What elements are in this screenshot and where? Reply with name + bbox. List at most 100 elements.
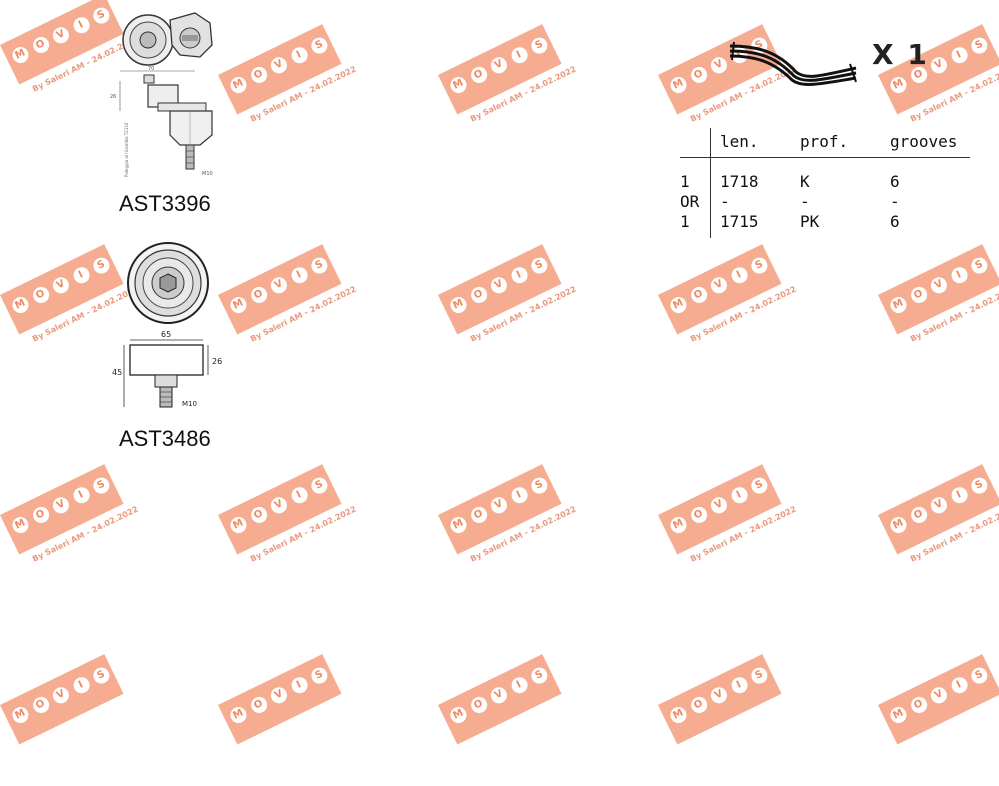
watermark-box	[218, 244, 342, 335]
watermark-box	[218, 654, 342, 745]
watermark-letter: M	[447, 74, 470, 96]
watermark-letters: M O V I S	[887, 664, 991, 726]
watermark-box	[438, 654, 562, 745]
watermark-stamp: M O V I S By Saleri AM - 24.02.2022	[218, 18, 374, 156]
watermark-letter: V	[708, 54, 730, 77]
watermark-letter: M	[227, 514, 250, 536]
watermark-letter: O	[247, 64, 270, 86]
watermark-letter: M	[887, 74, 910, 96]
watermark-stamp: M O V I S By Saleri AM - 24.02.2022	[658, 238, 814, 376]
watermark-stamp: M O V I S	[438, 648, 594, 786]
dimension-label: 26	[110, 94, 116, 100]
watermark-letter: M	[667, 294, 690, 316]
watermark-text: By Saleri AM - 24.02.2022	[468, 284, 578, 344]
cell-quantity: OR	[680, 192, 700, 211]
watermark-letter: O	[907, 694, 930, 716]
watermark-letter: V	[928, 54, 950, 77]
watermark-letter: S	[528, 664, 551, 687]
watermark-letter: I	[728, 264, 750, 287]
watermark-letter: V	[50, 684, 72, 707]
watermark-letter: O	[907, 504, 930, 526]
watermark-text: By Saleri AM - 24.02.2022	[908, 284, 999, 344]
watermark-letters: M O V I S	[447, 254, 551, 316]
watermark-letters: M O V I S	[227, 474, 331, 536]
watermark-letter: O	[687, 504, 710, 526]
watermark-letter: O	[29, 34, 52, 56]
watermark-letter: V	[708, 274, 730, 297]
watermark-stamp: M O V I S	[878, 648, 999, 786]
watermark-letter: S	[308, 664, 331, 687]
watermark-letter: I	[728, 484, 750, 507]
watermark-letter: M	[887, 514, 910, 536]
watermark-letter: S	[968, 34, 991, 57]
watermark-text: By Saleri AM - 24.02.2022	[688, 284, 798, 344]
watermark-text: By Saleri AM - 24.02.2022	[688, 504, 798, 564]
watermark-letter: V	[50, 24, 72, 47]
watermark-stamp: M O V I S By Saleri AM - 24.02.2022	[878, 238, 999, 376]
watermark-letter: S	[748, 474, 771, 497]
watermark-text: By Saleri AM - 24.02.2022	[468, 504, 578, 564]
watermark-letter: O	[467, 64, 490, 86]
watermark-stamp: M O V I S By Saleri AM - 24.02.2022	[218, 458, 374, 596]
watermark-letter: S	[968, 254, 991, 277]
watermark-letters: M O V I S	[227, 34, 331, 96]
watermark-text: By Saleri AM - 24.02.2022	[248, 64, 358, 124]
watermark-box	[0, 244, 124, 335]
watermark-letter: V	[488, 494, 510, 517]
watermark-letter: S	[528, 254, 551, 277]
watermark-letter: O	[247, 694, 270, 716]
watermark-letter: O	[687, 694, 710, 716]
watermark-letters: M O V I S	[447, 474, 551, 536]
watermark-letter: S	[308, 254, 331, 277]
watermark-letter: S	[528, 34, 551, 57]
watermark-letter: V	[708, 494, 730, 517]
watermark-letter: V	[268, 54, 290, 77]
watermark-letter: M	[667, 514, 690, 536]
watermark-letter: M	[227, 294, 250, 316]
watermark-letter: M	[887, 294, 910, 316]
watermark-stamp: M O V I S By Saleri AM - 24.02.2022	[218, 238, 374, 376]
watermark-box	[658, 244, 782, 335]
watermark-letter: O	[247, 284, 270, 306]
watermark-letter: O	[467, 694, 490, 716]
tensioner-drawing: 70 26 M10 Puleggia al ricambio T2116	[110, 12, 213, 177]
column-header-length: len.	[720, 132, 759, 151]
watermark-letter: M	[9, 294, 32, 316]
cell-quantity: 1	[680, 172, 690, 191]
cell-profile: -	[800, 192, 810, 211]
dimension-label: 65	[161, 330, 171, 339]
watermark-letter: M	[447, 294, 470, 316]
cell-length: -	[720, 192, 730, 211]
watermark-letter: I	[948, 484, 970, 507]
watermark-letter: I	[288, 264, 310, 287]
watermark-box	[658, 654, 782, 745]
watermark-letter: I	[948, 44, 970, 67]
watermark-letter: V	[928, 274, 950, 297]
watermark-letters: M O V I S	[9, 4, 113, 66]
watermark-box	[218, 24, 342, 115]
watermark-letter: V	[488, 54, 510, 77]
watermark-letter: I	[508, 484, 530, 507]
watermark-letter: S	[90, 664, 113, 687]
watermark-stamp: M O V I S By Saleri AM - 24.02.2022	[438, 458, 594, 596]
watermark-stamp: M O V I S	[658, 648, 814, 786]
watermark-letters: M O V I S	[447, 664, 551, 726]
watermark-letters: M O V I S	[667, 664, 771, 726]
watermark-letters: M O V I S	[667, 254, 771, 316]
watermark-letter: S	[308, 34, 331, 57]
watermark-box	[0, 654, 124, 745]
watermark-letter: I	[288, 44, 310, 67]
watermark-letter: V	[50, 494, 72, 517]
watermark-box	[438, 244, 562, 335]
watermark-stamp: M O V I S	[0, 648, 156, 786]
idler-pulley-drawing: 65 45 26 M10	[112, 242, 222, 408]
watermark-letters: M O V I S	[887, 254, 991, 316]
watermark-letter: V	[268, 684, 290, 707]
watermark-letter: I	[70, 674, 92, 697]
watermark-letter: I	[70, 484, 92, 507]
watermark-stamp: M O V I S By Saleri AM - 24.02.2022	[0, 458, 156, 596]
watermark-box	[438, 464, 562, 555]
watermark-letter: I	[70, 14, 92, 37]
watermark-letters: M O V I S	[9, 664, 113, 726]
watermark-text: By Saleri AM - 24.02.2022	[908, 64, 999, 124]
